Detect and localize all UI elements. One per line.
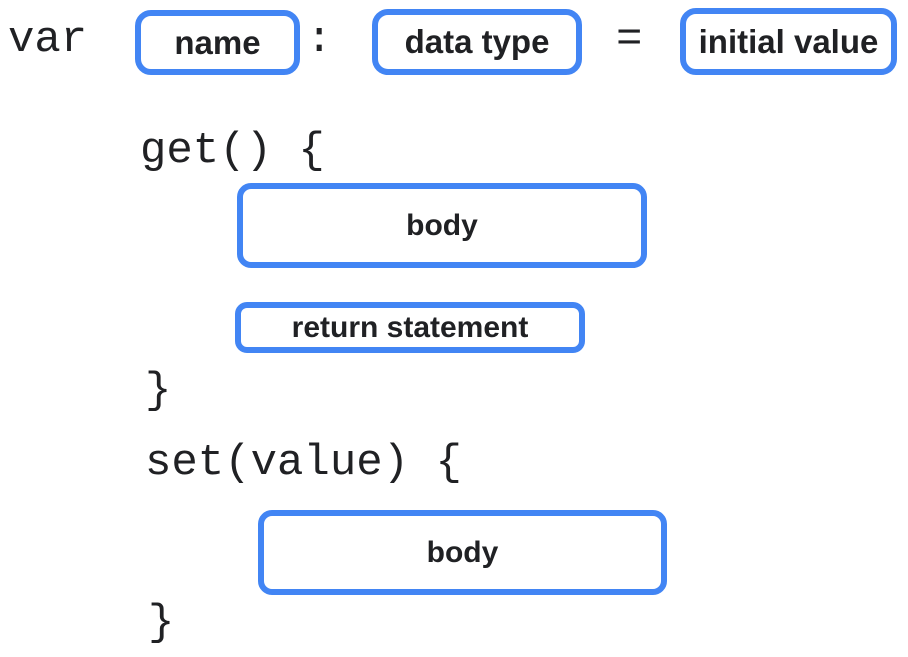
colon-symbol: : — [306, 15, 333, 65]
setter-open-line: set(value) { — [145, 438, 462, 488]
var-keyword: var — [8, 15, 88, 65]
getter-body-placeholder-label: body — [406, 208, 478, 242]
return-statement-placeholder-label: return statement — [291, 310, 529, 344]
setter-close-brace: } — [148, 598, 175, 648]
data-type-placeholder-label: data type — [404, 23, 550, 60]
getter-close-brace: } — [145, 366, 172, 416]
getter-body-placeholder-box: body — [237, 183, 647, 268]
name-placeholder-label: name — [174, 23, 261, 61]
equals-symbol: = — [616, 15, 643, 65]
return-statement-placeholder-box: return statement — [235, 302, 585, 353]
setter-body-placeholder-box: body — [258, 510, 667, 595]
setter-body-placeholder-label: body — [426, 535, 499, 569]
getter-open-line: get() { — [140, 126, 325, 176]
data-type-placeholder-box: data type — [372, 9, 582, 75]
initial-value-placeholder-box: initial value — [680, 8, 897, 75]
initial-value-placeholder-label: initial value — [698, 22, 879, 60]
name-placeholder-box: name — [135, 10, 300, 75]
